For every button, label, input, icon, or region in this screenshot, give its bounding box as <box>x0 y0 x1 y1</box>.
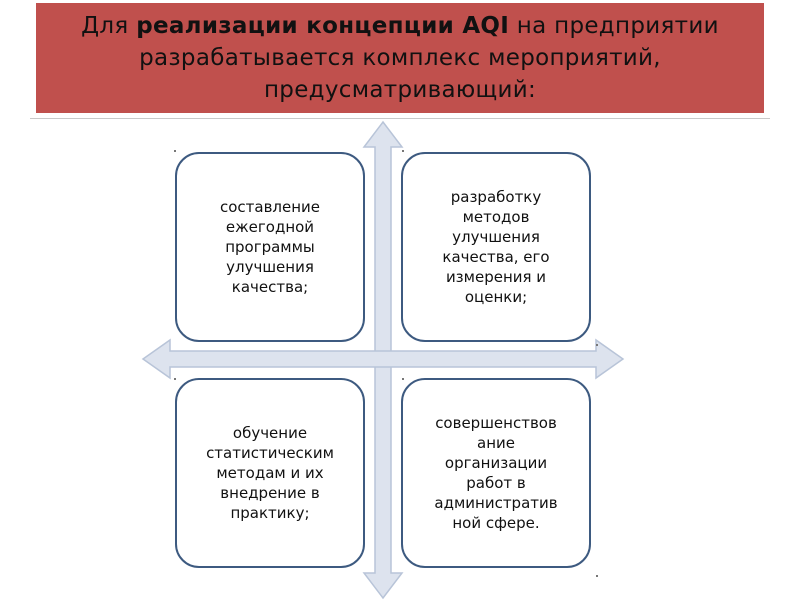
title-part-3: на предприятии разрабатывается комплекс … <box>139 13 719 103</box>
quadrant-top-right: разработку методов улучшения качества, е… <box>401 152 591 342</box>
quadrant-text: составление ежегодной программы улучшени… <box>219 198 321 296</box>
corner-dot <box>596 344 598 346</box>
title-divider <box>30 118 770 119</box>
corner-dot <box>174 150 176 152</box>
corner-dot <box>402 150 404 152</box>
quadrant-top-left: составление ежегодной программы улучшени… <box>175 152 365 342</box>
quadrant-text: разработку методов улучшения качества, е… <box>442 188 550 306</box>
title-banner: Для реализации концепции AQI на предприя… <box>36 3 764 113</box>
title-bold-part: реализации концепции AQI <box>136 13 510 39</box>
horizontal-double-arrow <box>141 338 625 380</box>
title-part-1: Для <box>81 13 137 39</box>
corner-dot <box>174 378 176 380</box>
quadrant-bottom-right: совершенствов ание организации работ в а… <box>401 378 591 568</box>
corner-dot <box>596 575 598 577</box>
quadrant-text: обучение статистическим методам и их вне… <box>206 424 334 522</box>
corner-dot <box>402 378 404 380</box>
quadrant-text: совершенствов ание организации работ в а… <box>434 414 558 532</box>
quadrant-bottom-left: обучение статистическим методам и их вне… <box>175 378 365 568</box>
slide-title: Для реализации концепции AQI на предприя… <box>36 10 764 106</box>
